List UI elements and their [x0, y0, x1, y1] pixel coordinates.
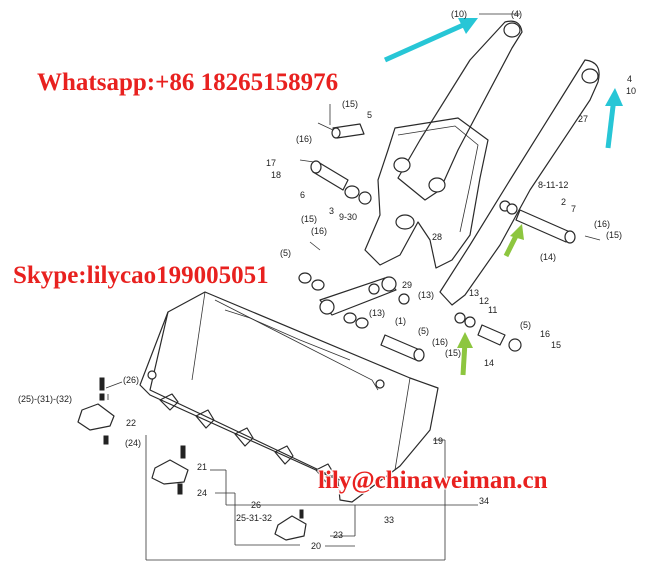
label-l16e: 16: [540, 329, 550, 339]
label-l23: 23: [333, 530, 343, 540]
watermark-skype: Skype:lilycao199005051: [13, 262, 269, 289]
label-l12: 12: [479, 296, 489, 306]
label-l28: 28: [432, 232, 442, 242]
label-l2: 2: [561, 197, 566, 207]
pin-right-lower: [477, 324, 522, 352]
cyan-arrow-right: [605, 88, 623, 149]
green-arrow-lower: [457, 332, 473, 376]
label-l26b: 26: [251, 500, 261, 510]
label-l24b: 24: [197, 488, 207, 498]
label-l18: 18: [271, 170, 281, 180]
label-l13c: (13): [369, 308, 385, 318]
label-l5b: (5): [280, 248, 291, 258]
label-l29: 29: [402, 280, 412, 290]
label-l16d: (16): [432, 337, 448, 347]
label-l15b: (15): [606, 230, 622, 240]
label-l19: 19: [433, 436, 443, 446]
link-29: [319, 276, 397, 316]
label-l4b: 4: [627, 74, 632, 84]
label-l27: 27: [578, 114, 588, 124]
cyan-arrow-top: [383, 18, 478, 63]
label-l5d: (5): [520, 320, 531, 330]
label-l11: 11: [488, 305, 497, 315]
bucket-19: [139, 291, 439, 503]
pin-1: [380, 334, 425, 362]
pin-6: [310, 160, 349, 191]
label-l15e: 15: [551, 340, 561, 350]
label-l26a: (26): [123, 375, 139, 385]
label-l33: 33: [384, 515, 394, 525]
tooth-assembly-21: [151, 445, 189, 495]
lower-washers: [298, 272, 476, 329]
tooth-assembly-20: [274, 509, 307, 541]
label-l16c: (16): [311, 226, 327, 236]
label-l253132a: (25)-(31)-(32): [18, 394, 72, 404]
label-l4a: (4): [511, 9, 522, 19]
leader-lines: [105, 13, 601, 561]
green-arrow-upper: [503, 224, 524, 258]
label-l10b: 10: [626, 86, 636, 96]
label-l7: 7: [571, 204, 576, 214]
part-labels: (10) (4) 4 10 27 (15) 5 (16) 17 18 6 3 9…: [18, 9, 636, 551]
bushing-3: [344, 185, 372, 205]
label-l8112: 8-11-12: [538, 180, 568, 190]
label-l15c: (15): [301, 214, 317, 224]
label-l16b: (16): [594, 219, 610, 229]
label-l10a: (10): [451, 9, 467, 19]
label-l13b: 13: [469, 288, 479, 298]
watermark-whatsapp: Whatsapp:+86 18265158976: [37, 69, 338, 96]
label-l21: 21: [197, 462, 207, 472]
label-l253132b: 25-31-32: [236, 513, 272, 523]
label-l14b: 14: [484, 358, 494, 368]
label-l930: 9-30: [339, 212, 357, 222]
label-l17: 17: [266, 158, 276, 168]
label-l13a: (13): [418, 290, 434, 300]
label-l15a: (15): [342, 99, 358, 109]
label-l15d: (15): [445, 348, 461, 358]
pin-5: [331, 123, 365, 139]
label-l5a: 5: [367, 110, 372, 120]
label-l6: 6: [300, 190, 305, 200]
label-l20: 20: [311, 541, 321, 551]
watermark-email: lily@chinaweiman.cn: [318, 467, 548, 494]
label-l22: 22: [126, 418, 136, 428]
label-l16a: (16): [296, 134, 312, 144]
label-l24a: (24): [125, 438, 141, 448]
tooth-assembly-22: [77, 377, 115, 445]
label-l1: (1): [395, 316, 406, 326]
boom-arm-right: [439, 59, 600, 306]
label-l3: 3: [329, 206, 334, 216]
label-l5c: (5): [418, 326, 429, 336]
boom-arm-left: [397, 20, 523, 201]
rocker-frame-28: [364, 117, 489, 269]
label-l34: 34: [479, 496, 489, 506]
label-l14a: (14): [540, 252, 556, 262]
bucket-teeth: [159, 393, 335, 483]
pin-7: [499, 200, 576, 244]
